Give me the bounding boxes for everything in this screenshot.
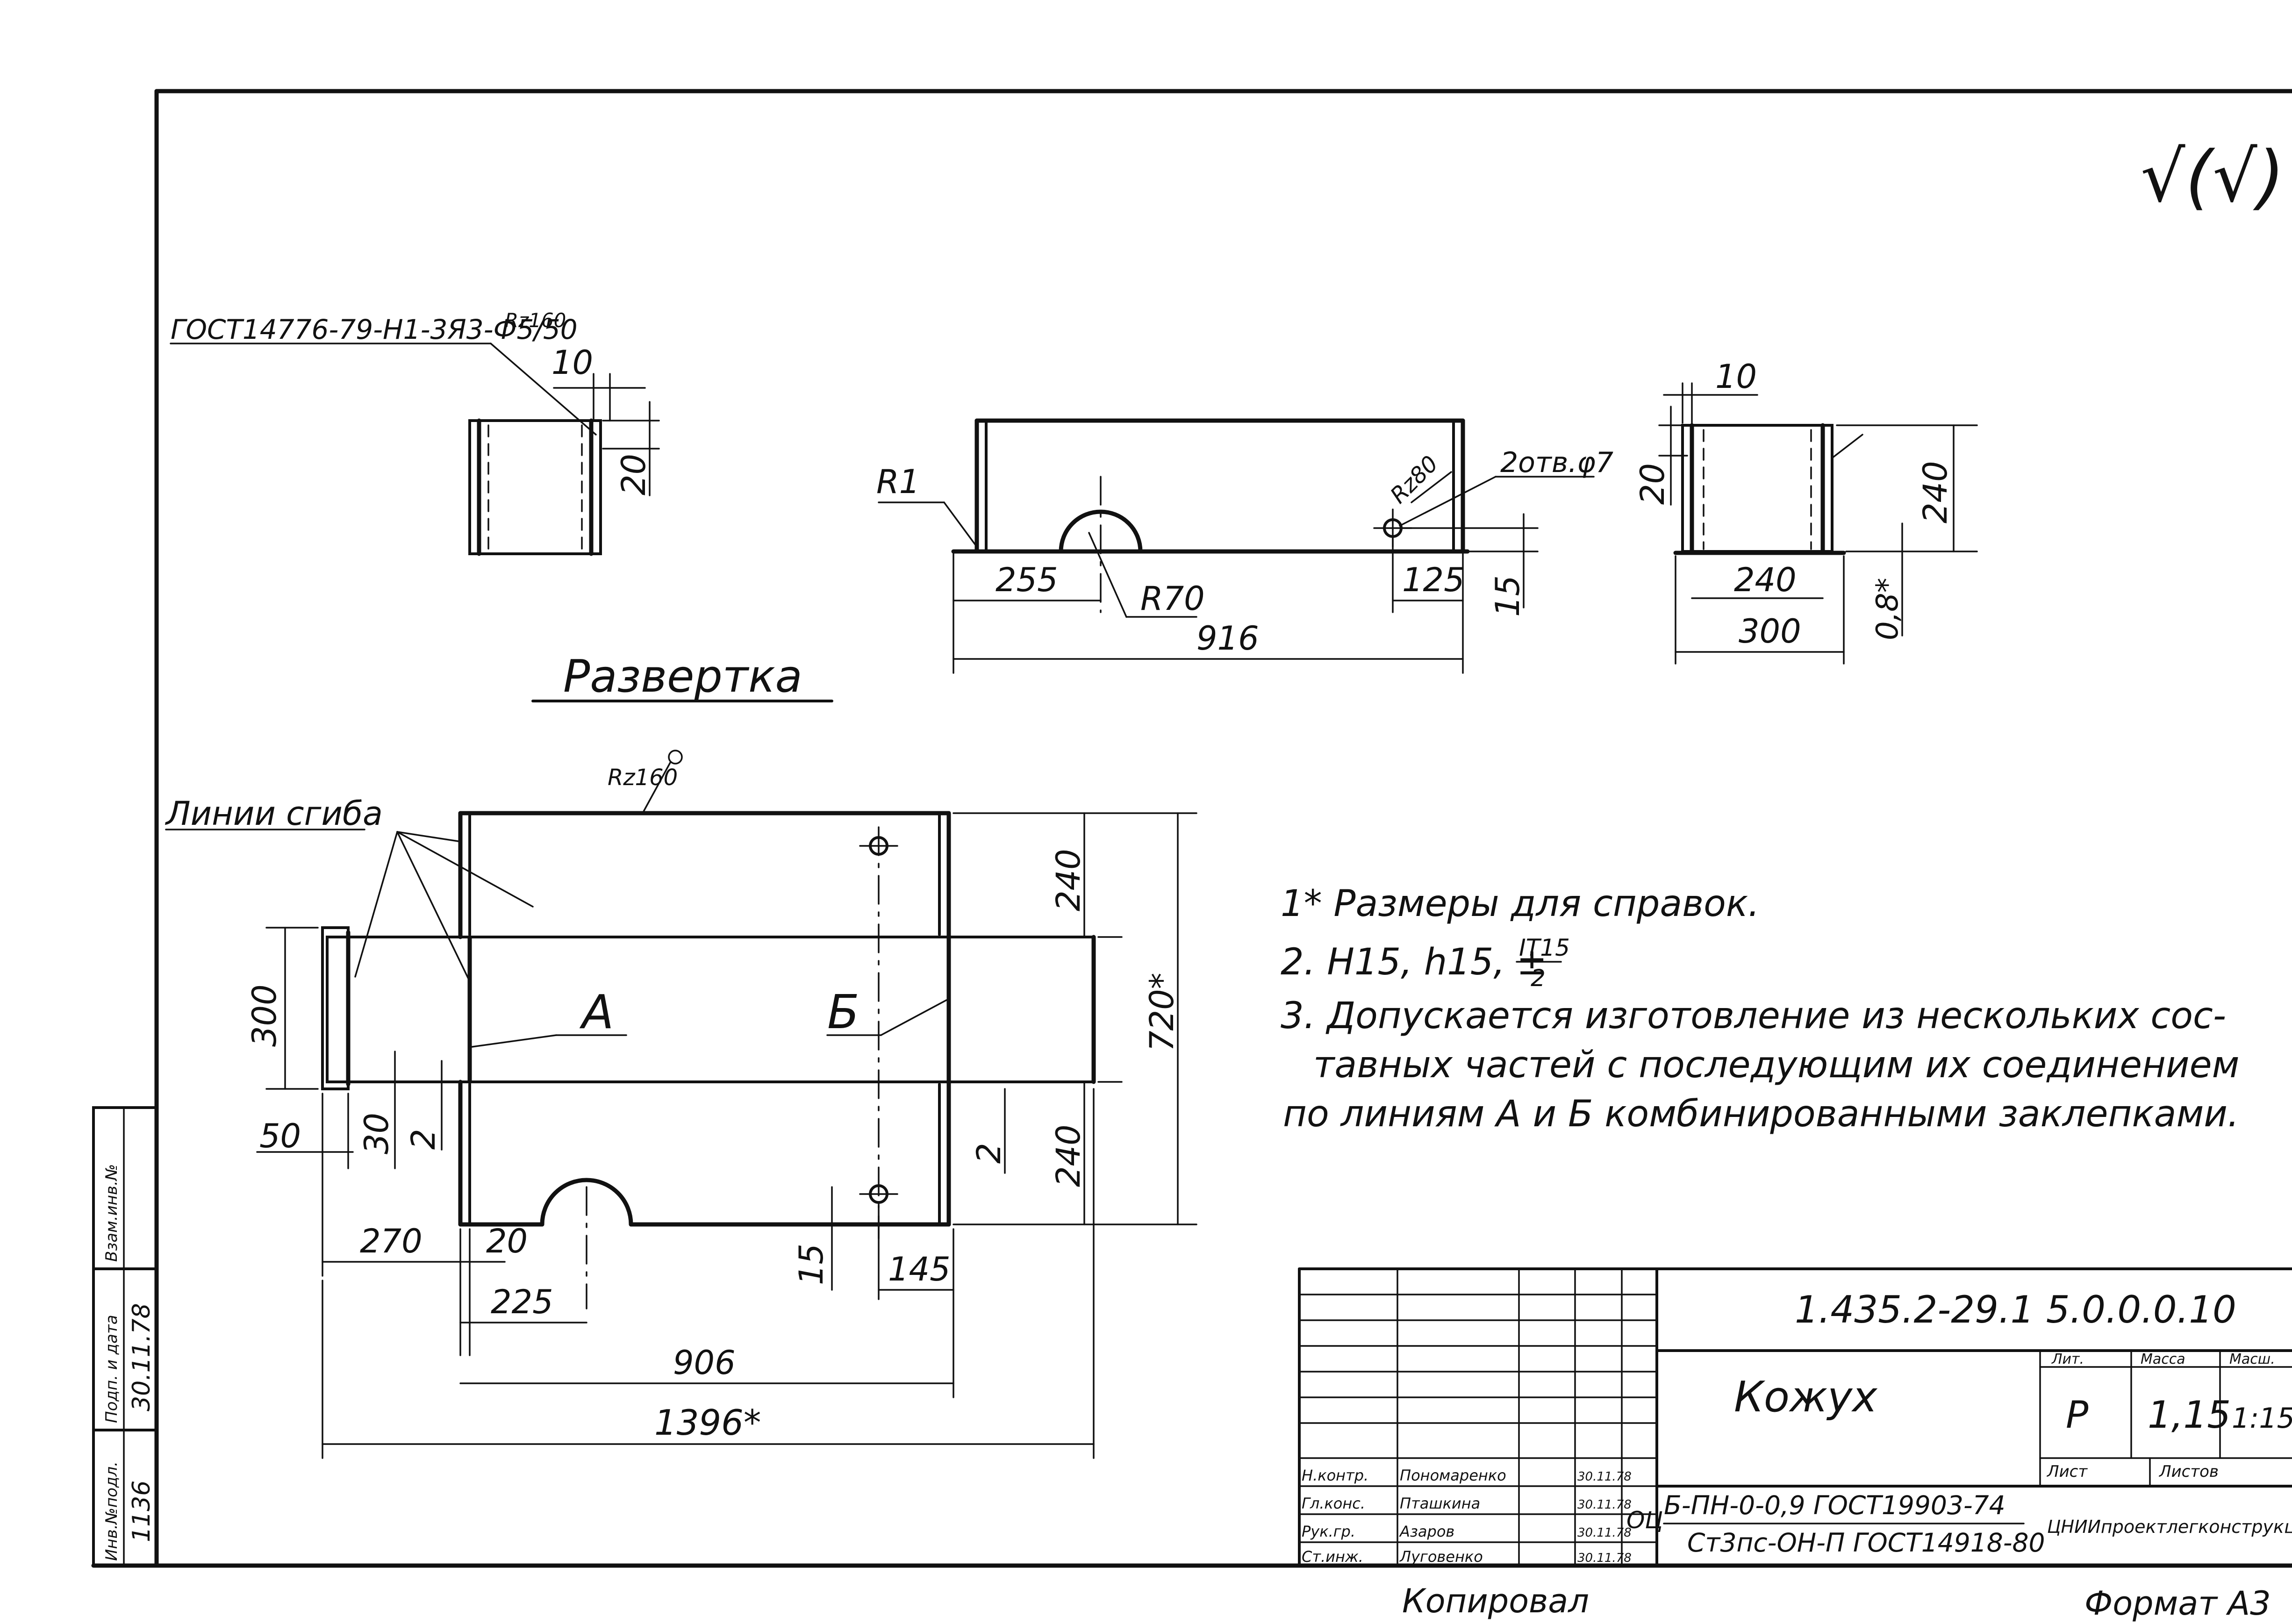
sheet-label: Лист [2046, 1462, 2088, 1481]
part-name: Кожух [1734, 1373, 1878, 1422]
dim-right-08: 0,8* [1870, 578, 1905, 640]
bend-lines-label: Линии сгиба [165, 794, 383, 833]
role-4: Ст.инж. [1302, 1548, 1363, 1566]
format: Формат А3 [2084, 1584, 2271, 1623]
stamp-value-inv: 1136 [128, 1481, 156, 1542]
name-4: Луговенко [1399, 1548, 1483, 1566]
mass-value: 1,15 [2148, 1393, 2231, 1437]
date-3: 30.11.78 [1577, 1526, 1632, 1540]
dim-right-240h: 240 [1734, 561, 1797, 599]
dim-255: 255 [996, 561, 1058, 599]
role-2: Гл.конс. [1302, 1495, 1365, 1512]
development-dims-left [256, 927, 1095, 1459]
roughness-mark-top: √(√) [2141, 136, 2285, 218]
side-stamp [92, 1106, 158, 1567]
mass-header: Масса [2141, 1351, 2185, 1367]
dim-916: 916 [1196, 619, 1259, 658]
bend-line-leaders [354, 831, 534, 982]
stamp-value-date: 30.11.78 [128, 1303, 156, 1411]
material-line-1: Б-ПН-0-0,9 ГОСТ19903-74 [1664, 1490, 2006, 1520]
lit-value: Р [2066, 1393, 2089, 1437]
lit-header: Лит. [2051, 1351, 2084, 1367]
technical-notes: 1* Размеры для справок. 2. Н15, h15, ± I… [1281, 883, 2239, 1135]
dim-dev-15: 15 [792, 1244, 831, 1285]
role-3: Рук.гр. [1302, 1523, 1355, 1540]
dim-right-240v: 240 [1916, 461, 1955, 523]
material-line-2: Ст3пс-ОН-П ГОСТ14918-80 [1687, 1528, 2045, 1558]
dim-dev-145: 145 [888, 1250, 951, 1288]
stamp-label-repl: Взам.инв.№ [102, 1164, 121, 1262]
dim-dev-225: 225 [491, 1283, 553, 1321]
name-3: Азаров [1399, 1523, 1454, 1540]
development-dims-right [953, 812, 1197, 1225]
note-2: 2. Н15, h15, ± [1281, 941, 1547, 983]
stamp-label-date: Подп. и дата [102, 1315, 121, 1423]
dim-dev-50: 50 [259, 1117, 301, 1155]
dim-r70: R70 [1140, 579, 1205, 618]
dim-r1: R1 [876, 463, 920, 501]
view-right: 10 20 240 240 300 0,8* [1633, 358, 1978, 665]
note-3-cont: тавных частей с последующим их соединени… [1313, 1044, 2239, 1086]
date-1: 30.11.78 [1577, 1470, 1632, 1484]
note-holes: 2отв.φ7 [1500, 446, 1613, 479]
view-left: ГОСТ14776-79-Н1-3Я3-Ф5/50 Rz160 10 20 [170, 309, 660, 556]
dim-left-10: 10 [552, 343, 593, 382]
dim-dev-720: 720* [1143, 973, 1181, 1052]
note-2-fraction-num: IT15 [1519, 934, 1570, 961]
sheets-label: Листов [2158, 1462, 2219, 1481]
development-outline [321, 811, 1096, 1309]
organization: ЦНИИпроектлегконструкция [2047, 1517, 2292, 1537]
note-2-fraction-den: 2 [1531, 965, 1546, 992]
label-a: А [579, 985, 614, 1039]
dim-dev-2-left: 2 [404, 1129, 443, 1150]
roughness-gost-note: Rz160 [505, 309, 566, 332]
date-4: 30.11.78 [1577, 1551, 1632, 1565]
dim-dev-906: 906 [673, 1344, 736, 1382]
dim-front-15: 15 [1489, 575, 1527, 617]
dim-dev-300: 300 [245, 984, 284, 1047]
title-block [1298, 1267, 2292, 1567]
date-2: 30.11.78 [1577, 1498, 1632, 1512]
scale-value: 1:15 [2232, 1402, 2292, 1435]
scale-header: Масш. [2229, 1351, 2275, 1367]
dim-right-20: 20 [1633, 463, 1672, 505]
dim-dev-240-bot: 240 [1049, 1124, 1088, 1187]
note-3: 3. Допускается изготовление из нескольки… [1281, 995, 2226, 1037]
development-title: Развертка [563, 651, 802, 702]
sheet-frame [91, 89, 2292, 1568]
dim-dev-30: 30 [358, 1113, 396, 1154]
dim-125: 125 [1402, 561, 1465, 599]
stamp-label-inv: Инв.№подл. [102, 1461, 121, 1561]
note-1: 1* Размеры для справок. [1281, 883, 1760, 925]
name-1: Пономаренко [1400, 1467, 1506, 1484]
note-3-cont2: по линиям А и Б комбинированными заклепк… [1283, 1093, 2239, 1135]
dim-dev-270: 270 [360, 1222, 423, 1260]
doc-code: 1.435.2-29.1 5.0.0.0.10 [1795, 1288, 2236, 1331]
label-b: Б [827, 985, 860, 1039]
dim-dev-20: 20 [486, 1222, 528, 1260]
dim-dev-240-top: 240 [1049, 849, 1088, 911]
dim-right-300: 300 [1739, 612, 1801, 651]
dim-dev-2-right: 2 [970, 1143, 1008, 1164]
copied-by: Копировал [1402, 1582, 1589, 1620]
role-1: Н.контр. [1302, 1467, 1368, 1484]
view-front: R1 Rz80 2отв.φ7 255 R70 125 15 916 [876, 418, 1613, 674]
signature-rows: Н.контр. Гл.конс. Рук.гр. Ст.инж. Понома… [1302, 1467, 1632, 1566]
dim-right-10: 10 [1715, 358, 1757, 396]
dim-dev-1396: 1396* [654, 1402, 761, 1443]
dim-left-20: 20 [615, 454, 653, 495]
name-2: Пташкина [1400, 1495, 1480, 1512]
material-prefix: ОЦ [1626, 1507, 1663, 1534]
gost-weld-note: ГОСТ14776-79-Н1-3Я3-Ф5/50 [171, 314, 578, 345]
